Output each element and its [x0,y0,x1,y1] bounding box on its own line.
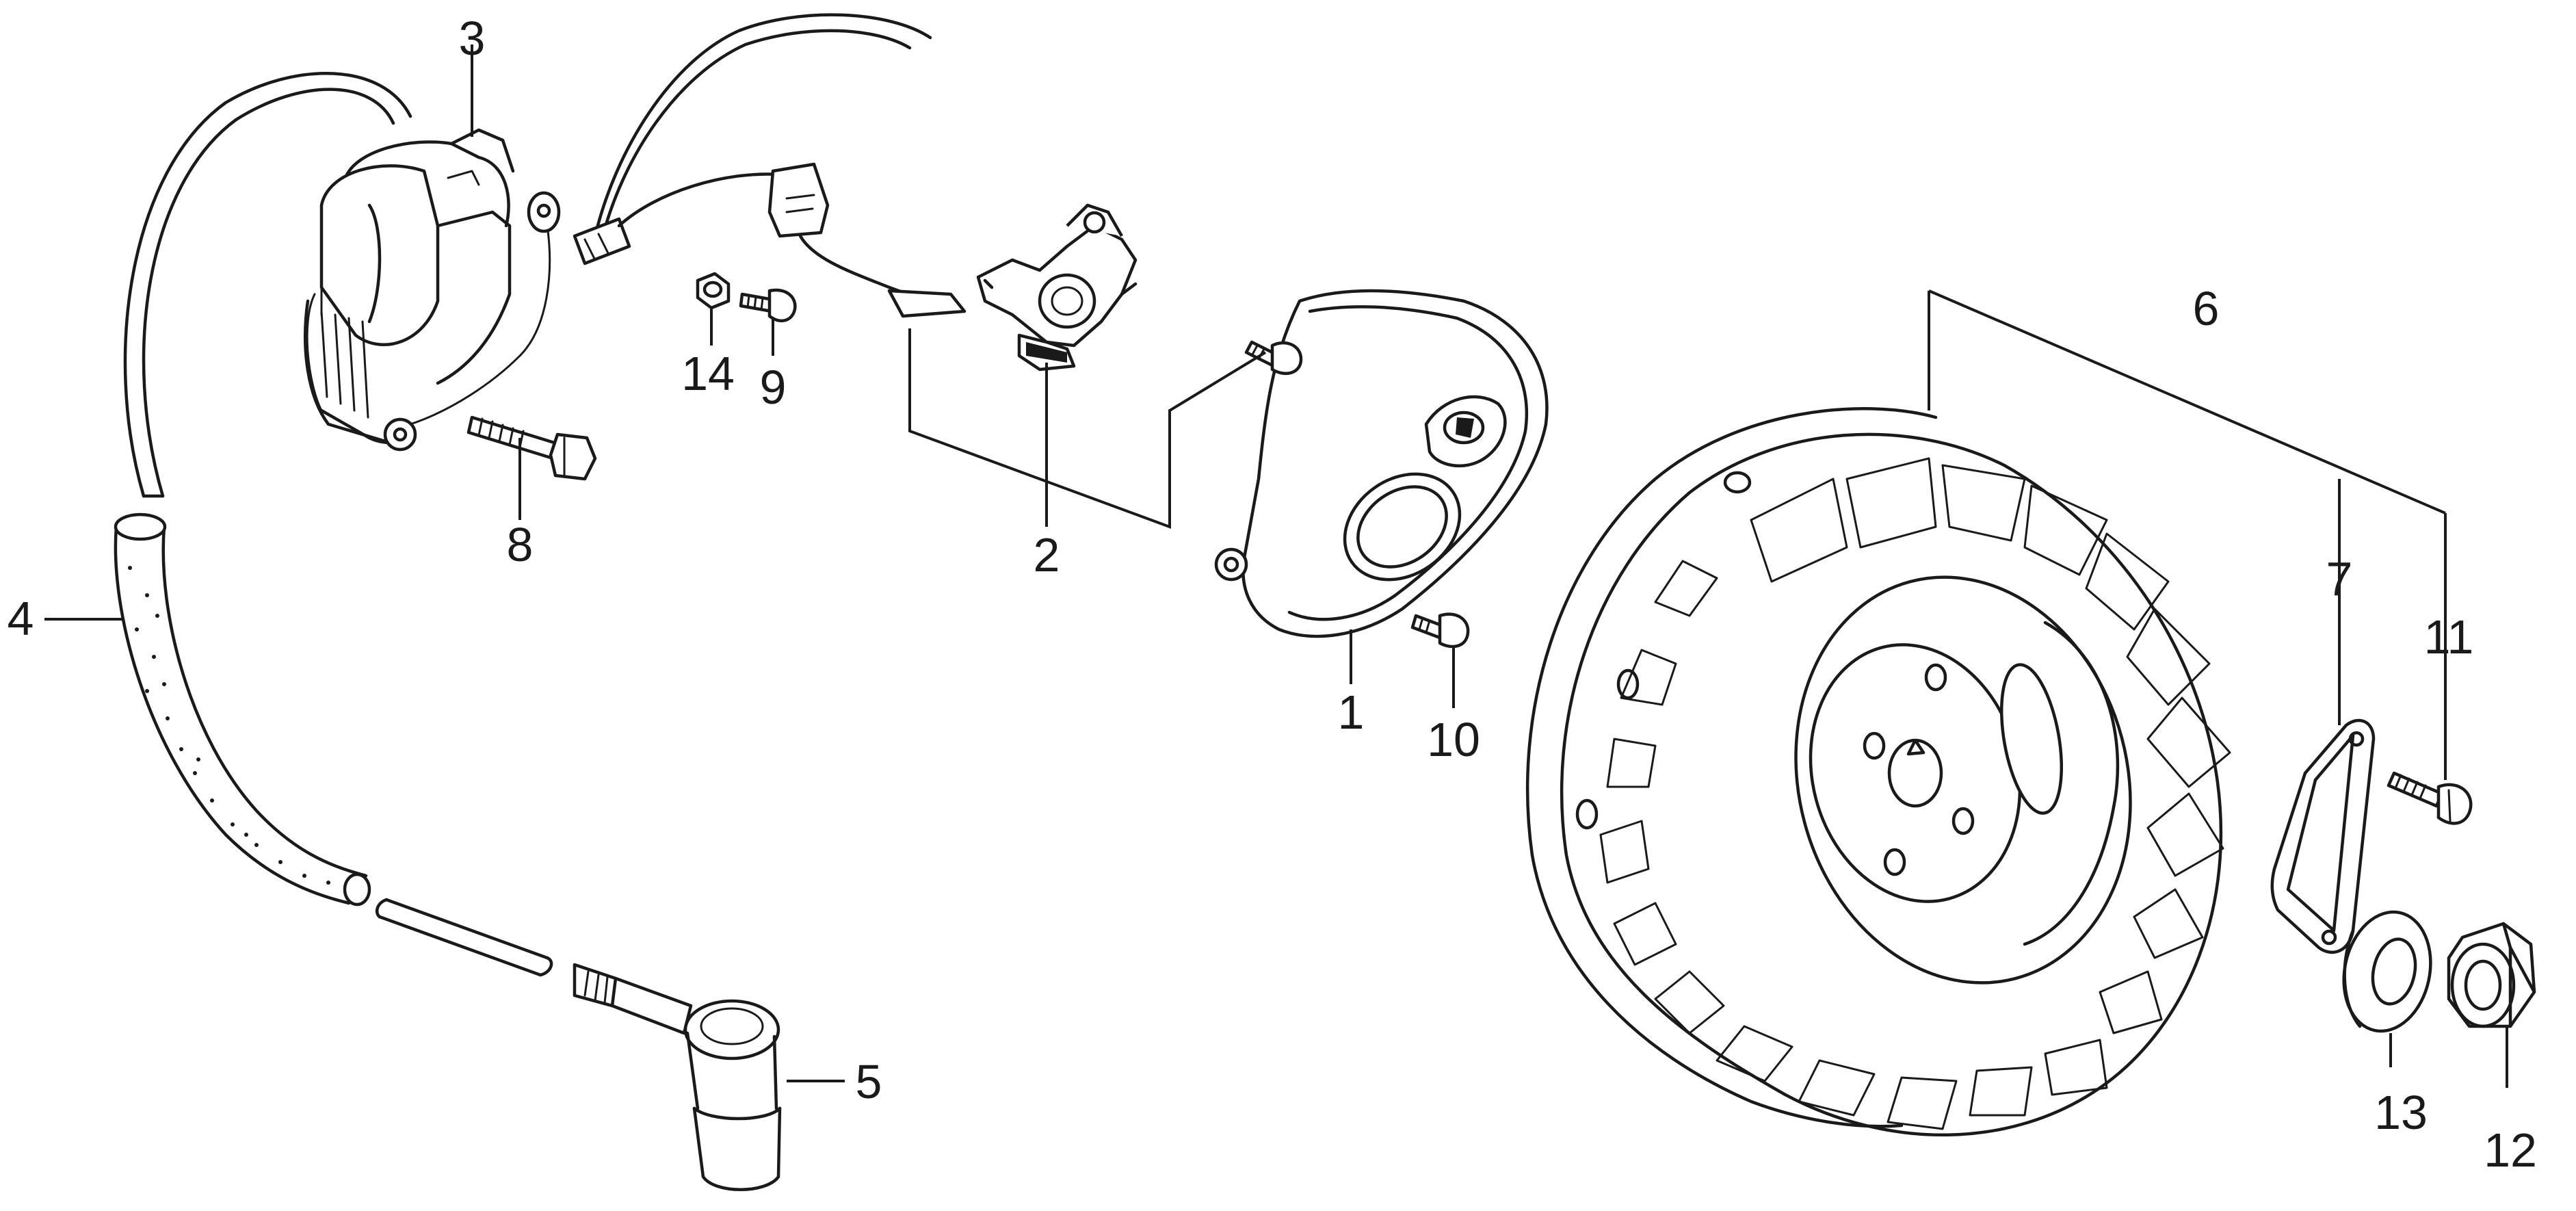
callout-3: 3 [459,12,486,65]
ignition-cable-lower [375,898,553,977]
callout-13: 13 [2374,1086,2428,1139]
ignition-coil [304,128,561,452]
callout-5: 5 [856,1055,882,1108]
contact-breaker [976,203,1138,372]
callout-labels: 3 4 5 8 14 9 2 1 10 6 7 11 13 12 [8,12,2537,1177]
spark-plug-cap [573,963,782,1191]
plate-part-7 [2270,718,2376,954]
callout-7: 7 [2326,552,2353,606]
callout-1: 1 [1338,686,1365,739]
callout-11: 11 [2424,610,2474,664]
callout-9: 9 [760,361,787,414]
callout-12: 12 [2484,1123,2537,1177]
breaker-lead-wires [573,13,967,318]
ignition-cable-upper [123,72,412,498]
callout-4: 4 [8,592,34,645]
flywheel [1525,406,2231,1137]
breaker-cover [1214,289,1549,638]
callout-10: 10 [1427,713,1480,766]
callout-6: 6 [2193,282,2220,335]
screw-part-9 [739,288,797,323]
leader-lines [44,44,2508,1088]
callout-8: 8 [507,518,534,571]
callout-14: 14 [681,347,735,400]
callout-2: 2 [1034,528,1060,582]
washer-part-13 [2342,910,2432,1033]
nut-part-12 [2447,922,2536,1028]
ignition-tube-hose [114,512,371,907]
bolt-part-8 [466,415,597,481]
screw-cover-upper [1244,340,1303,376]
screw-part-11 [2387,771,2473,825]
screw-part-10 [1410,612,1470,649]
nut-part-14 [696,272,731,310]
